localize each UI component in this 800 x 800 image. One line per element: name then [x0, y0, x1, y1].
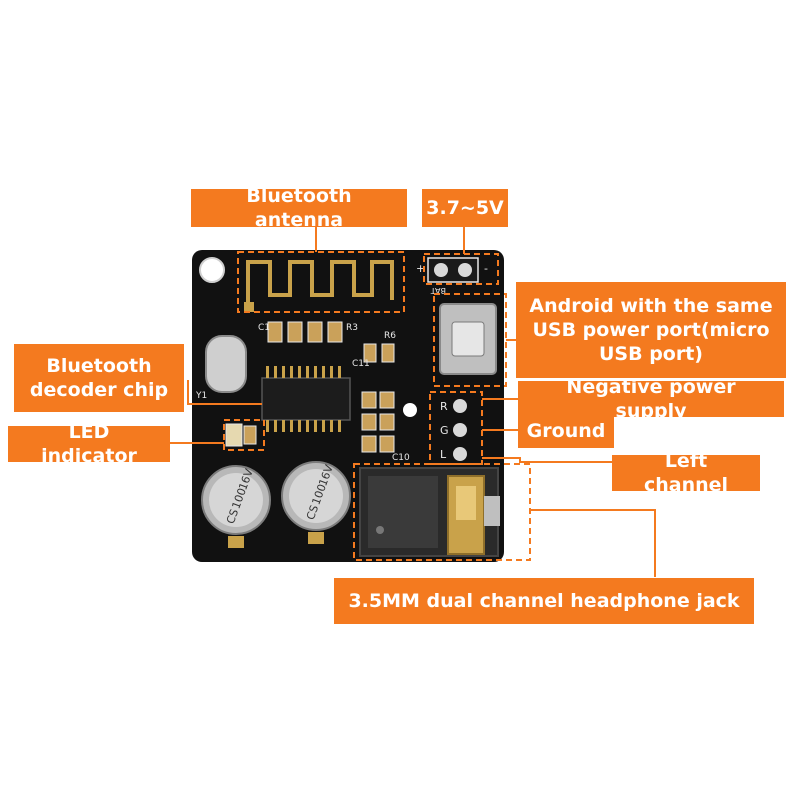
left-channel-label: Left channel: [612, 450, 760, 496]
jack-highlight: [353, 463, 531, 561]
led-resistor: [243, 425, 257, 445]
capacitor-right: [281, 461, 351, 544]
highlight-boxes: [223, 251, 531, 561]
minus-mark: -: [484, 262, 488, 275]
c1-mark: C1: [258, 323, 270, 333]
cap1-brand: CS: [224, 507, 241, 525]
g-mark: G: [440, 424, 449, 437]
jack-leader: [530, 509, 656, 577]
c10-mark: C10: [392, 453, 410, 463]
bluetooth-antenna-label: Bluetooth antenna: [191, 185, 407, 231]
via-hole: [403, 403, 417, 417]
voltage-label: 3.7~5V: [422, 189, 508, 227]
crystal-oscillator: [205, 335, 247, 393]
voltage-highlight: [423, 253, 499, 285]
decoder-chip-label: Bluetooth decoder chip: [14, 344, 184, 412]
decoder-chip: [261, 377, 351, 421]
cap2-brand: CS: [304, 503, 321, 521]
smd-components-row: [267, 321, 395, 363]
audio-output-pads: [453, 399, 467, 461]
l-mark: L: [440, 448, 447, 461]
r-mark: R: [440, 400, 448, 413]
decoder-leader: [187, 380, 262, 405]
battery-pad-positive: [434, 263, 448, 277]
capacitor-left: [201, 465, 271, 548]
antenna-trace: [246, 260, 394, 308]
chip-pins: [266, 366, 341, 432]
mounting-hole: [199, 257, 225, 283]
headphone-jack-label: 3.5MM dual channel headphone jack: [334, 578, 754, 624]
antenna-pad: [244, 302, 254, 312]
micro-usb-opening: [451, 321, 485, 357]
ground-label: Ground: [518, 414, 614, 448]
plus-mark: +: [416, 262, 425, 275]
led-indicator-label: LED indicator: [8, 421, 170, 467]
led-component: [225, 423, 243, 447]
led-highlight: [223, 419, 265, 451]
battery-pad-negative: [458, 263, 472, 277]
r6-mark: R6: [384, 331, 396, 341]
negative-power-label: Negative power supply: [518, 376, 784, 422]
antenna-highlight: [237, 251, 405, 313]
smd-components-right: [361, 391, 395, 453]
c11-mark: C11: [352, 359, 370, 369]
usb-highlight: [433, 293, 507, 387]
headphone-jack: [359, 467, 500, 557]
leader-lines: [170, 226, 656, 577]
y1-mark: Y1: [195, 391, 207, 401]
bat-mark: BAT: [431, 286, 446, 295]
left-leader: [482, 457, 612, 463]
r3-mark: R3: [346, 323, 358, 333]
usb-port-label: Android with the same USB power port(mic…: [516, 282, 786, 378]
